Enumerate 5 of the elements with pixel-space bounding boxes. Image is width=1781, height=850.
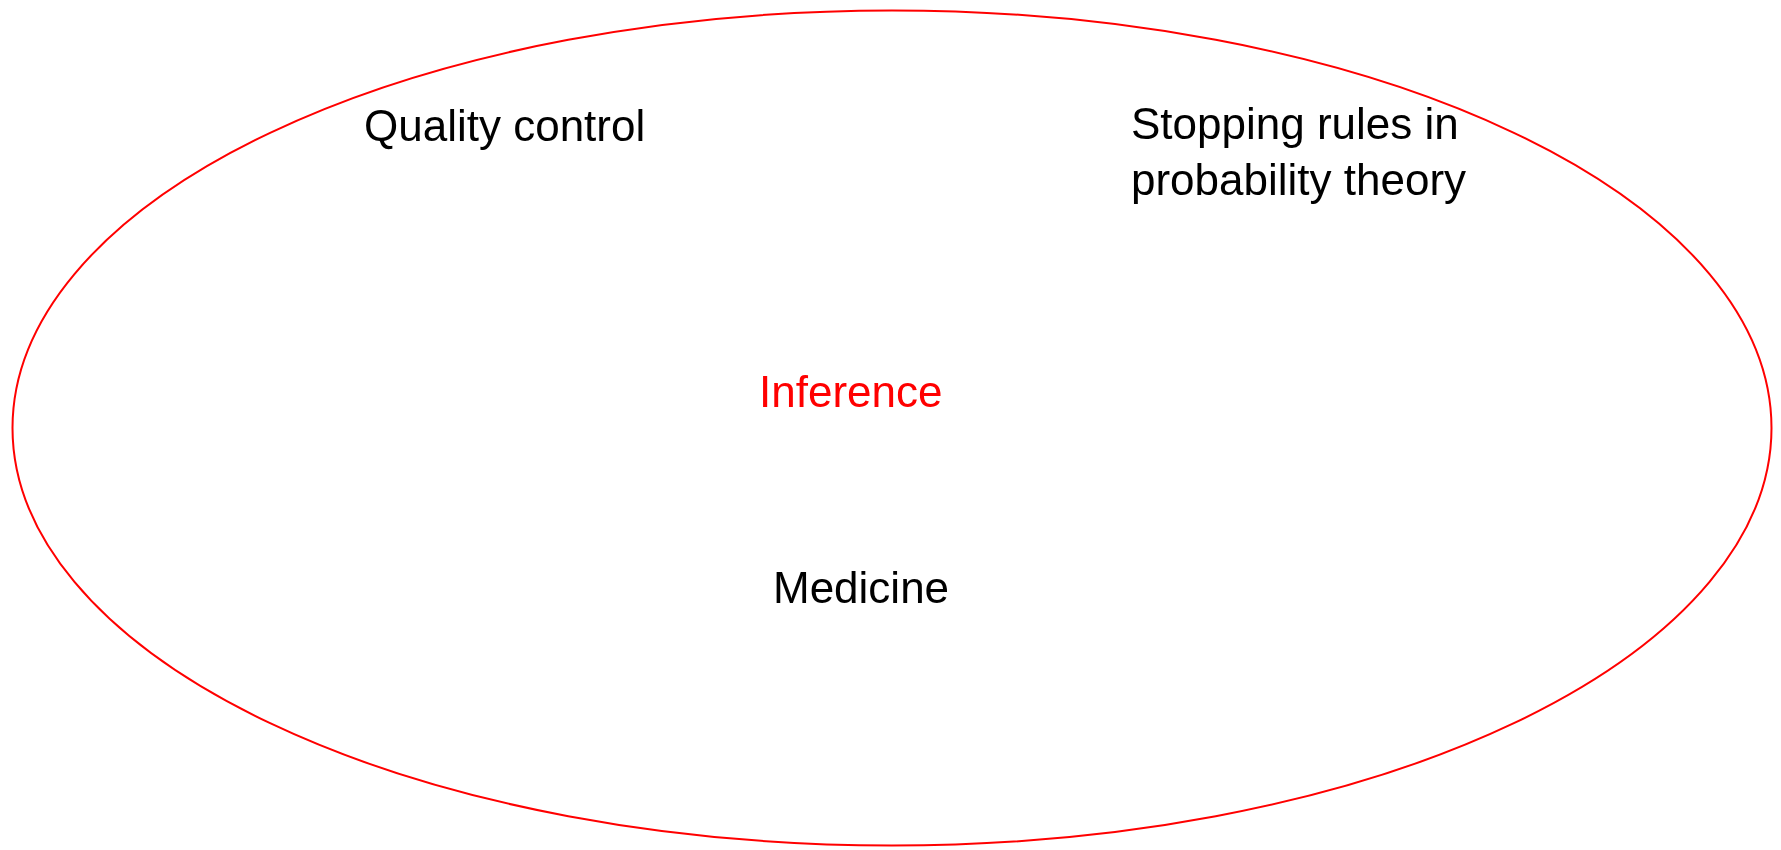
center-label: Inference — [759, 366, 943, 418]
topic-label: Stopping rules in probability theory — [1131, 98, 1468, 206]
topic-label: Quality control — [364, 100, 646, 152]
topic-label: Medicine — [773, 562, 950, 614]
ellipse-region — [11, 9, 1773, 847]
